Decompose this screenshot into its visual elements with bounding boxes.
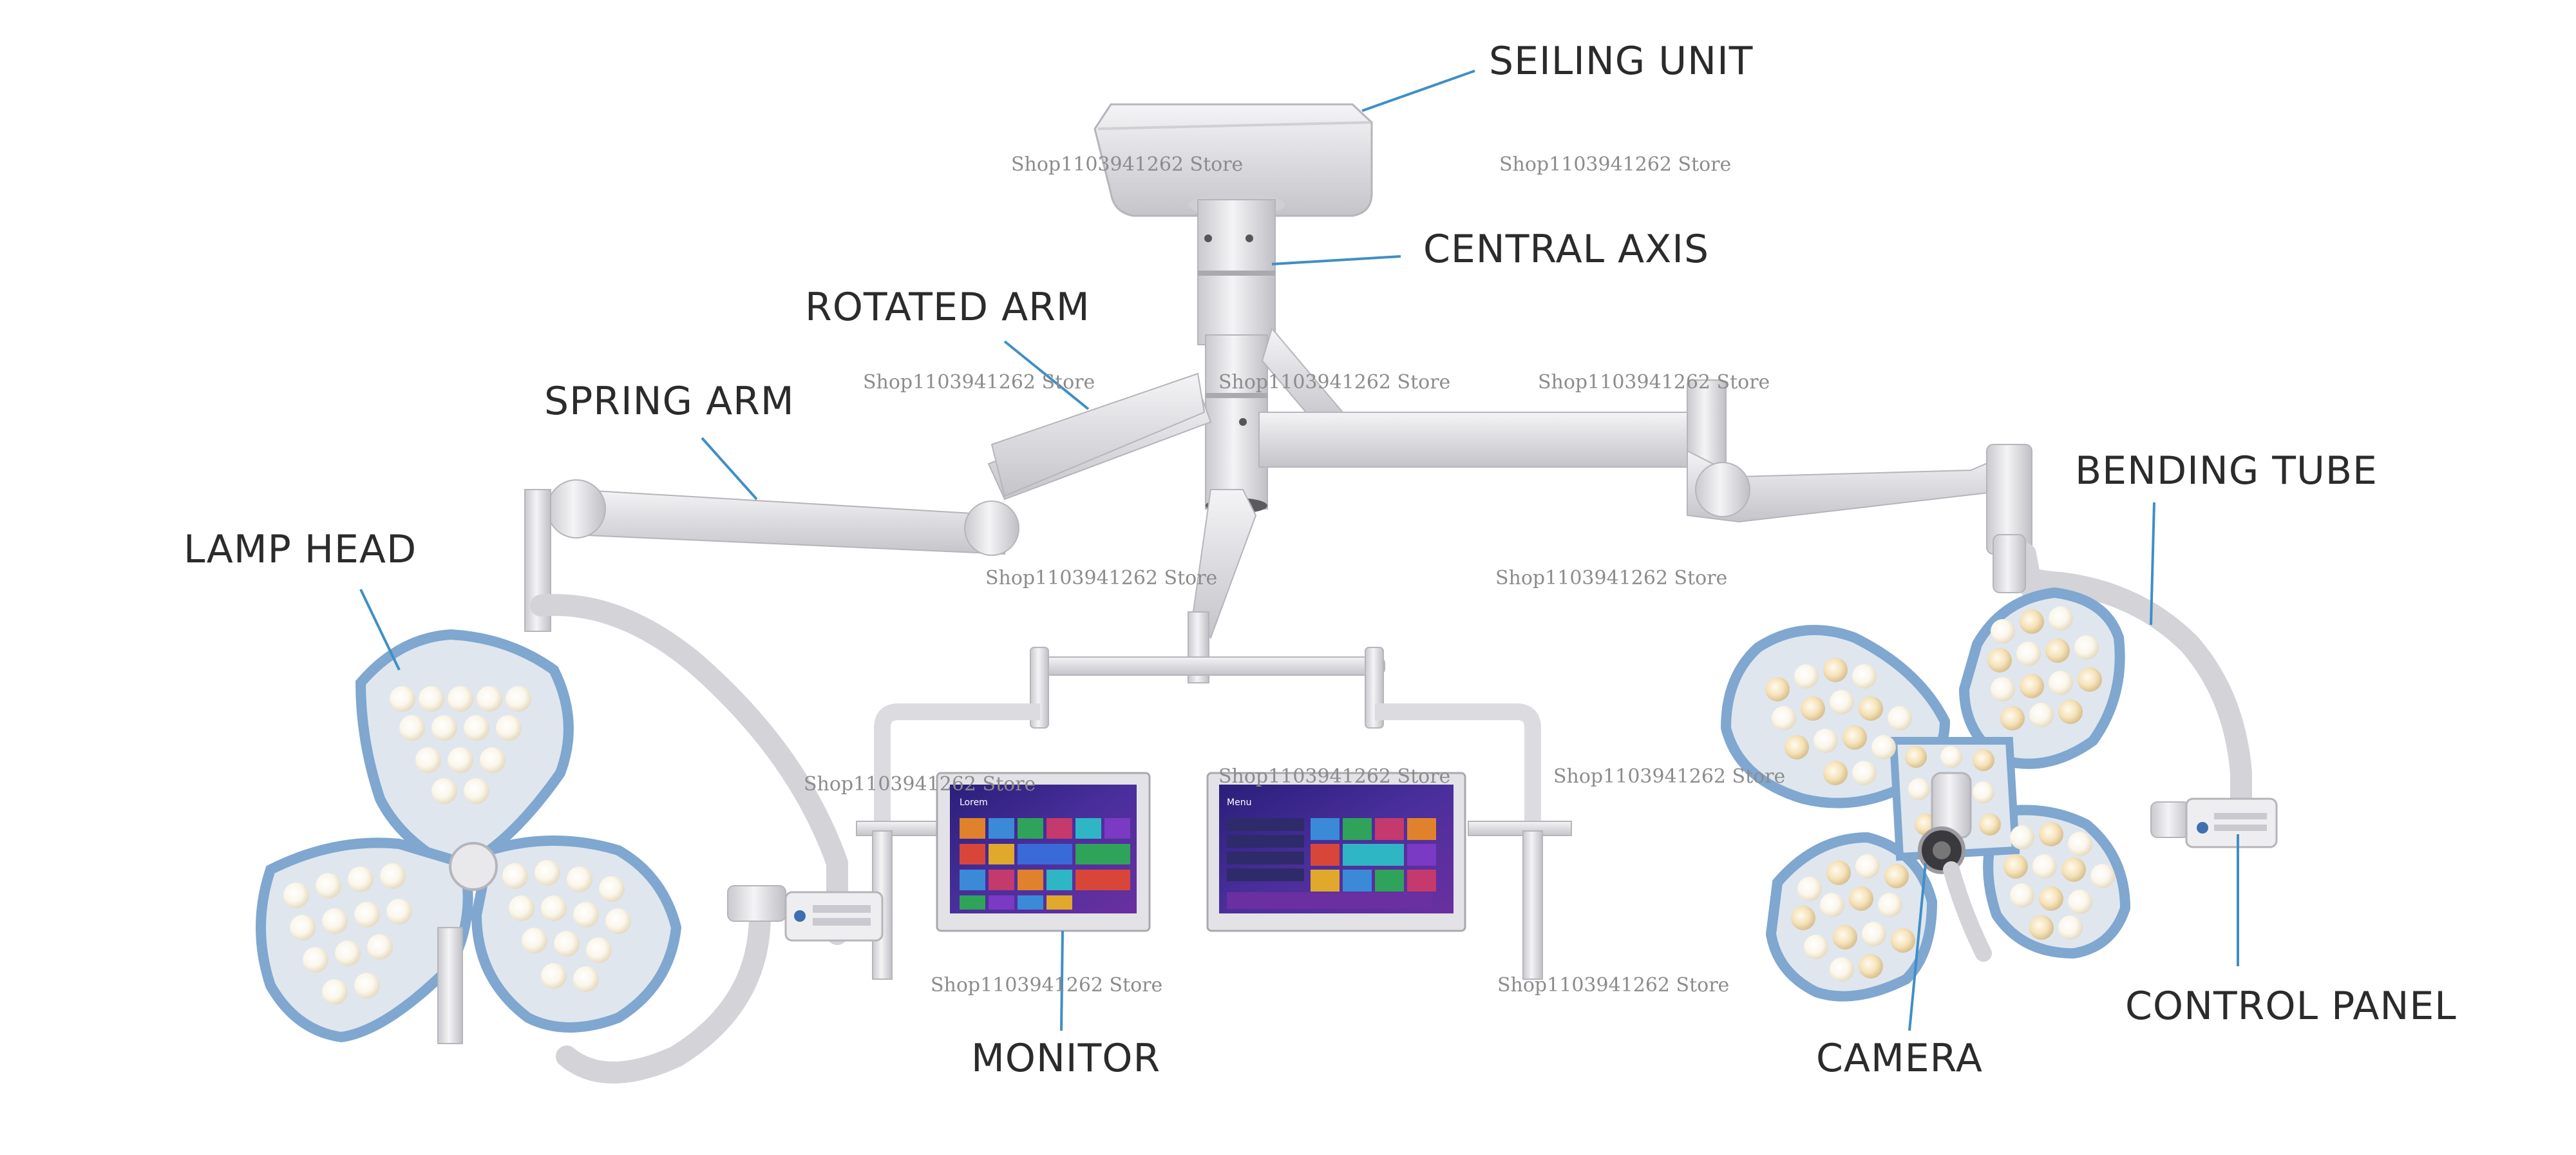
right-control-panel <box>2150 797 2278 848</box>
watermark-11: Shop1103941262 Store <box>931 974 1163 997</box>
left-control-panel <box>727 885 884 942</box>
watermark-3: Shop1103941262 Store <box>863 371 1095 394</box>
monitor-right-tiles <box>1227 818 1436 909</box>
left-lamp-leds <box>283 686 631 1005</box>
watermark-10: Shop1103941262 Store <box>1553 765 1786 788</box>
ceiling-unit <box>1094 103 1373 217</box>
monitor-left-tiles <box>960 818 1130 910</box>
label-bending-tube: BENDING TUBE <box>2075 448 2378 493</box>
label-lamp-head: LAMP HEAD <box>184 527 417 572</box>
watermark-1: Shop1103941262 Store <box>1011 153 1244 176</box>
left-bending-tube <box>530 594 848 1083</box>
leader-lines <box>359 70 2239 1031</box>
watermark-7: Shop1103941262 Store <box>1495 567 1728 589</box>
label-camera: CAMERA <box>1816 1036 1983 1081</box>
central-axis <box>1188 193 1285 513</box>
monitor-left-title: Lorem <box>960 797 988 808</box>
monitor-right: Menu <box>1206 772 1466 932</box>
watermark-4: Shop1103941262 Store <box>1218 371 1451 394</box>
watermark-2: Shop1103941262 Store <box>1499 153 1732 176</box>
left-lamp-head <box>256 629 682 1044</box>
label-rotated-arm: ROTATED ARM <box>805 285 1090 330</box>
watermark-9: Shop1103941262 Store <box>1218 765 1451 788</box>
monitor-right-title: Menu <box>1227 797 1251 808</box>
label-central-axis: CENTRAL AXIS <box>1423 227 1710 272</box>
label-spring-arm: SPRING ARM <box>544 379 795 424</box>
label-control-panel: CONTROL PANEL <box>2125 984 2457 1029</box>
label-monitor: MONITOR <box>971 1036 1161 1081</box>
watermark-12: Shop1103941262 Store <box>1497 974 1730 997</box>
watermark-8: Shop1103941262 Store <box>804 773 1036 796</box>
watermark-5: Shop1103941262 Store <box>1538 371 1770 394</box>
label-seiling-unit: SEILING UNIT <box>1489 39 1754 84</box>
monitor-yoke <box>856 489 1572 980</box>
watermark-6: Shop1103941262 Store <box>985 567 1218 589</box>
spring-arm <box>524 372 1206 632</box>
monitor-left: Lorem <box>936 772 1151 932</box>
right-arm <box>1258 379 2032 555</box>
right-lamp-head <box>1720 587 2131 1002</box>
